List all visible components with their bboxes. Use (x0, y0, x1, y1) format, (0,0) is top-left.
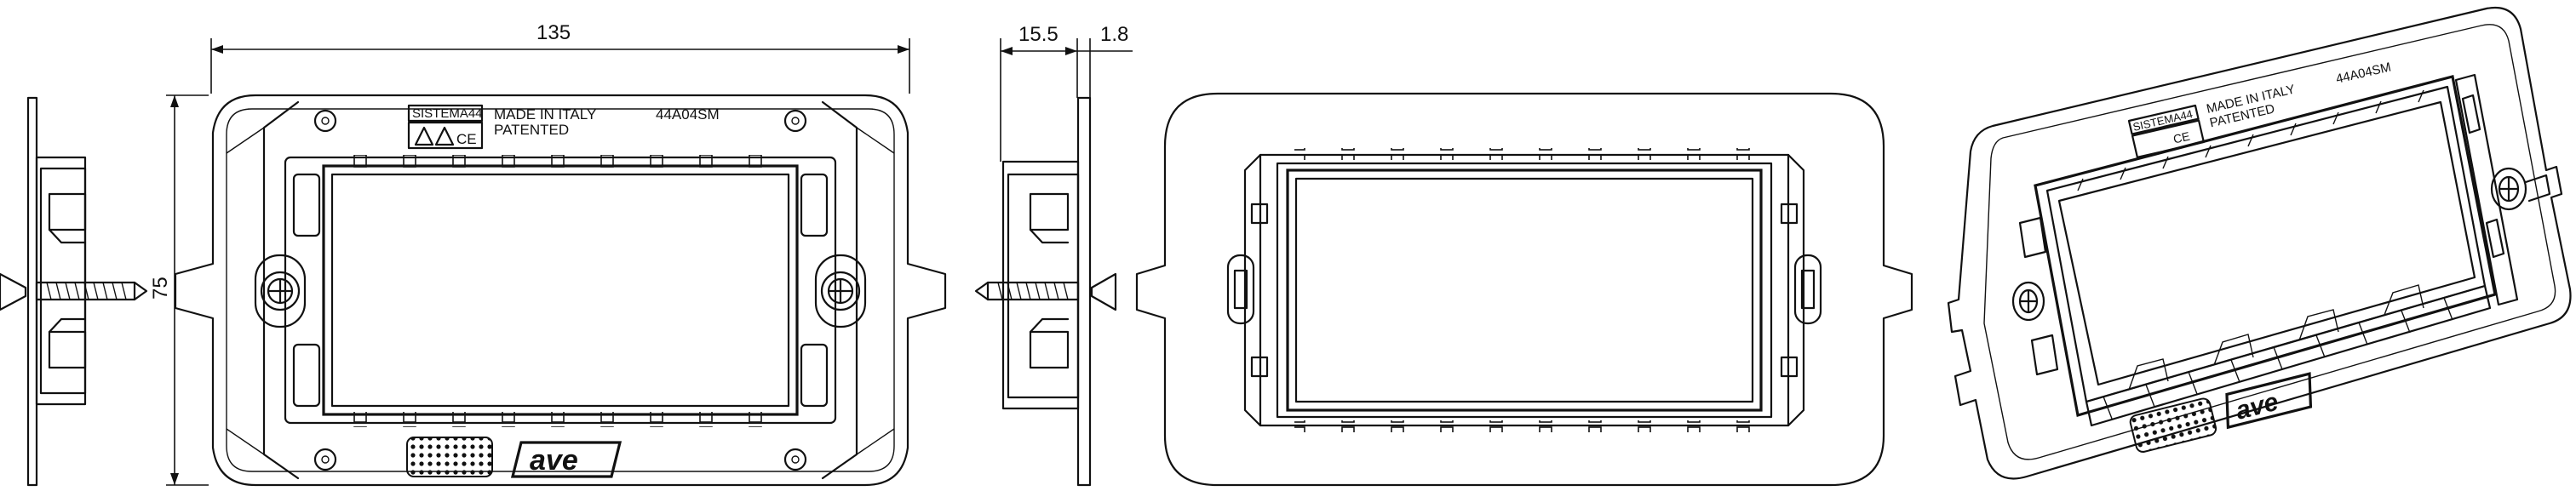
made-in-text: MADE IN ITALY (494, 106, 596, 123)
ce-mark: CE (456, 131, 477, 147)
grille (406, 437, 493, 477)
persp-screw-left (2011, 281, 2045, 322)
side-view-right: 15.5 1.8 (974, 23, 1133, 487)
front-view: 135 75 SISTEMA44 (149, 21, 947, 487)
persp-logo-text: ave (2233, 388, 2281, 425)
screw-left (0, 272, 148, 311)
dimension-height: 75 (149, 94, 209, 486)
perspective-view: SISTEMA44 CE MADE IN ITALY PATENTED 44A0… (1947, 6, 2572, 480)
persp-model: 44A04SM (2334, 60, 2392, 86)
side-view-left (0, 96, 148, 487)
bottom-ribs (328, 412, 796, 427)
patented-text: PATENTED (494, 122, 569, 138)
back-view (1135, 92, 1913, 487)
model-text: 44A04SM (656, 106, 720, 123)
ave-logo: ave (510, 441, 622, 478)
top-ribs (328, 155, 796, 170)
persp-markings: SISTEMA44 CE MADE IN ITALY PATENTED 44A0… (2127, 60, 2392, 158)
screw-head-left (254, 254, 307, 328)
dimension-depth: 15.5 1.8 (1000, 23, 1133, 162)
screw-head-right (814, 254, 867, 328)
persp-ce: CE (2172, 129, 2191, 146)
height-label: 75 (149, 277, 172, 300)
depth-label: 15.5 (1018, 23, 1059, 46)
brand-box-text: SISTEMA44 (412, 106, 483, 121)
logo-text: ave (530, 444, 578, 477)
dimension-width: 135 (210, 21, 910, 94)
persp-grille (2129, 397, 2217, 453)
persp-screw-right (2490, 167, 2551, 211)
plate-thickness-label: 1.8 (1100, 23, 1128, 46)
width-label: 135 (536, 21, 571, 44)
plate-markings: SISTEMA44 CE MADE IN ITALY PATENTED 44A0… (407, 104, 720, 150)
screw-right (974, 272, 1117, 311)
corner-holes (313, 109, 807, 471)
